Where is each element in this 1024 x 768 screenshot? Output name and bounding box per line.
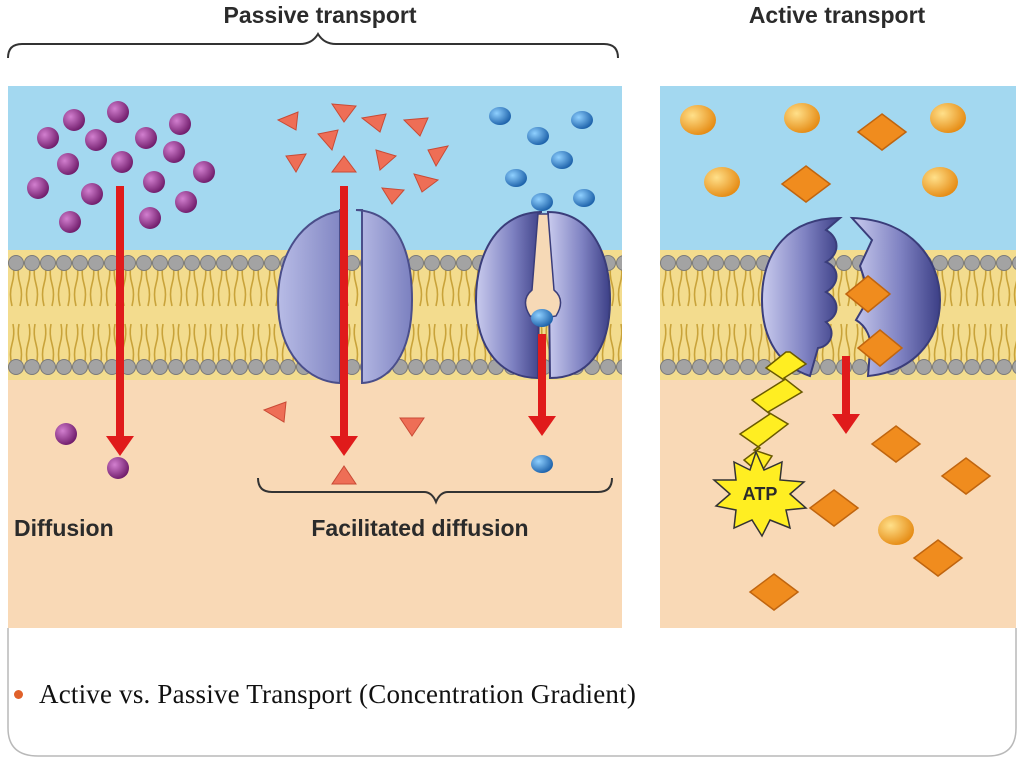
orange-diamond-icon bbox=[912, 539, 964, 577]
triangle-solute-icon bbox=[427, 145, 450, 168]
caption-bullet: Active vs. Passive Transport (Concentrat… bbox=[14, 676, 636, 712]
orange-diamond-icon bbox=[870, 425, 922, 463]
triangle-solute-icon bbox=[375, 149, 398, 171]
facilitated-carrier-arrow bbox=[528, 334, 556, 436]
triangle-solute-icon bbox=[399, 417, 425, 437]
sphere-solute-icon bbox=[505, 169, 527, 187]
triangle-solute-icon bbox=[413, 173, 440, 193]
diffusion-molecule-icon bbox=[175, 191, 197, 213]
active-arrow bbox=[832, 356, 860, 434]
facilitated-channel-arrow bbox=[330, 186, 358, 456]
carrier-protein-icon bbox=[474, 210, 612, 380]
diffusion-molecule-icon bbox=[143, 171, 165, 193]
triangle-solute-icon bbox=[262, 401, 287, 423]
sphere-solute-icon bbox=[531, 193, 553, 211]
sphere-solute-icon bbox=[531, 309, 553, 327]
diffusion-molecule-icon bbox=[85, 129, 107, 151]
diffusion-arrow bbox=[106, 186, 134, 456]
sphere-solute-icon bbox=[527, 127, 549, 145]
orange-diamond-icon bbox=[844, 275, 892, 313]
transport-diagram: Passive transport Active transport bbox=[7, 2, 1016, 628]
orange-sphere-icon bbox=[922, 167, 958, 197]
diffusion-molecule-icon bbox=[193, 161, 215, 183]
diffusion-molecule-icon bbox=[63, 109, 85, 131]
diffusion-molecule-icon bbox=[107, 101, 129, 123]
orange-diamond-icon bbox=[940, 457, 992, 495]
triangle-solutes bbox=[262, 103, 450, 485]
diffusion-molecule-icon bbox=[59, 211, 81, 233]
orange-sphere-icon bbox=[930, 103, 966, 133]
triangle-solute-icon bbox=[402, 117, 429, 137]
diffusion-molecule-icon bbox=[57, 153, 79, 175]
sphere-solute-icon bbox=[573, 189, 595, 207]
triangle-solute-icon bbox=[331, 155, 357, 173]
triangle-solute-icon bbox=[276, 111, 299, 131]
atp-burst-icon: ATP bbox=[712, 449, 808, 538]
sphere-solutes bbox=[489, 107, 595, 473]
sphere-solute-icon bbox=[551, 151, 573, 169]
diffusion-molecule-icon bbox=[135, 127, 157, 149]
passive-top-brace bbox=[7, 32, 619, 59]
sphere-solute-icon bbox=[571, 111, 593, 129]
sphere-solute-icon bbox=[489, 107, 511, 125]
diffusion-molecule-icon bbox=[163, 141, 185, 163]
facilitated-diffusion-label: Facilitated diffusion bbox=[311, 515, 528, 541]
atp-label: ATP bbox=[743, 484, 778, 504]
diffusion-molecule-icon bbox=[55, 423, 77, 445]
triangle-solute-icon bbox=[331, 103, 357, 123]
channel-protein-icon bbox=[276, 209, 414, 385]
diffusion-molecule-icon bbox=[27, 177, 49, 199]
triangle-solute-icon bbox=[317, 129, 339, 152]
orange-sphere-icon bbox=[878, 515, 914, 545]
triangle-solute-icon bbox=[360, 113, 387, 133]
diffusion-molecule-icon bbox=[139, 207, 161, 229]
diffusion-molecule-icon bbox=[81, 183, 103, 205]
diffusion-molecule-icon bbox=[111, 151, 133, 173]
orange-diamond-icon bbox=[856, 113, 908, 151]
diffusion-molecule-icon bbox=[107, 457, 129, 479]
active-transport-heading: Active transport bbox=[749, 2, 926, 28]
orange-diamond-icon bbox=[748, 573, 800, 611]
triangle-solute-icon bbox=[381, 187, 406, 205]
orange-diamond-icon bbox=[780, 165, 832, 203]
orange-diamond-icon bbox=[856, 329, 904, 367]
caption-text: Active vs. Passive Transport (Concentrat… bbox=[39, 678, 637, 709]
triangle-solute-icon bbox=[331, 465, 357, 485]
orange-diamond-icon bbox=[808, 489, 860, 527]
facilitated-bottom-brace bbox=[257, 477, 613, 505]
bullet-icon bbox=[14, 689, 23, 699]
diffusion-molecules bbox=[27, 101, 215, 479]
sphere-solute-icon bbox=[531, 455, 553, 473]
orange-sphere-icon bbox=[680, 105, 716, 135]
active-diamonds bbox=[748, 113, 992, 611]
passive-transport-heading: Passive transport bbox=[223, 2, 416, 28]
active-spheres bbox=[680, 103, 966, 545]
triangle-solute-icon bbox=[285, 153, 307, 173]
orange-sphere-icon bbox=[704, 167, 740, 197]
orange-sphere-icon bbox=[784, 103, 820, 133]
diffusion-molecule-icon bbox=[169, 113, 191, 135]
diffusion-label: Diffusion bbox=[14, 515, 114, 541]
diffusion-molecule-icon bbox=[37, 127, 59, 149]
